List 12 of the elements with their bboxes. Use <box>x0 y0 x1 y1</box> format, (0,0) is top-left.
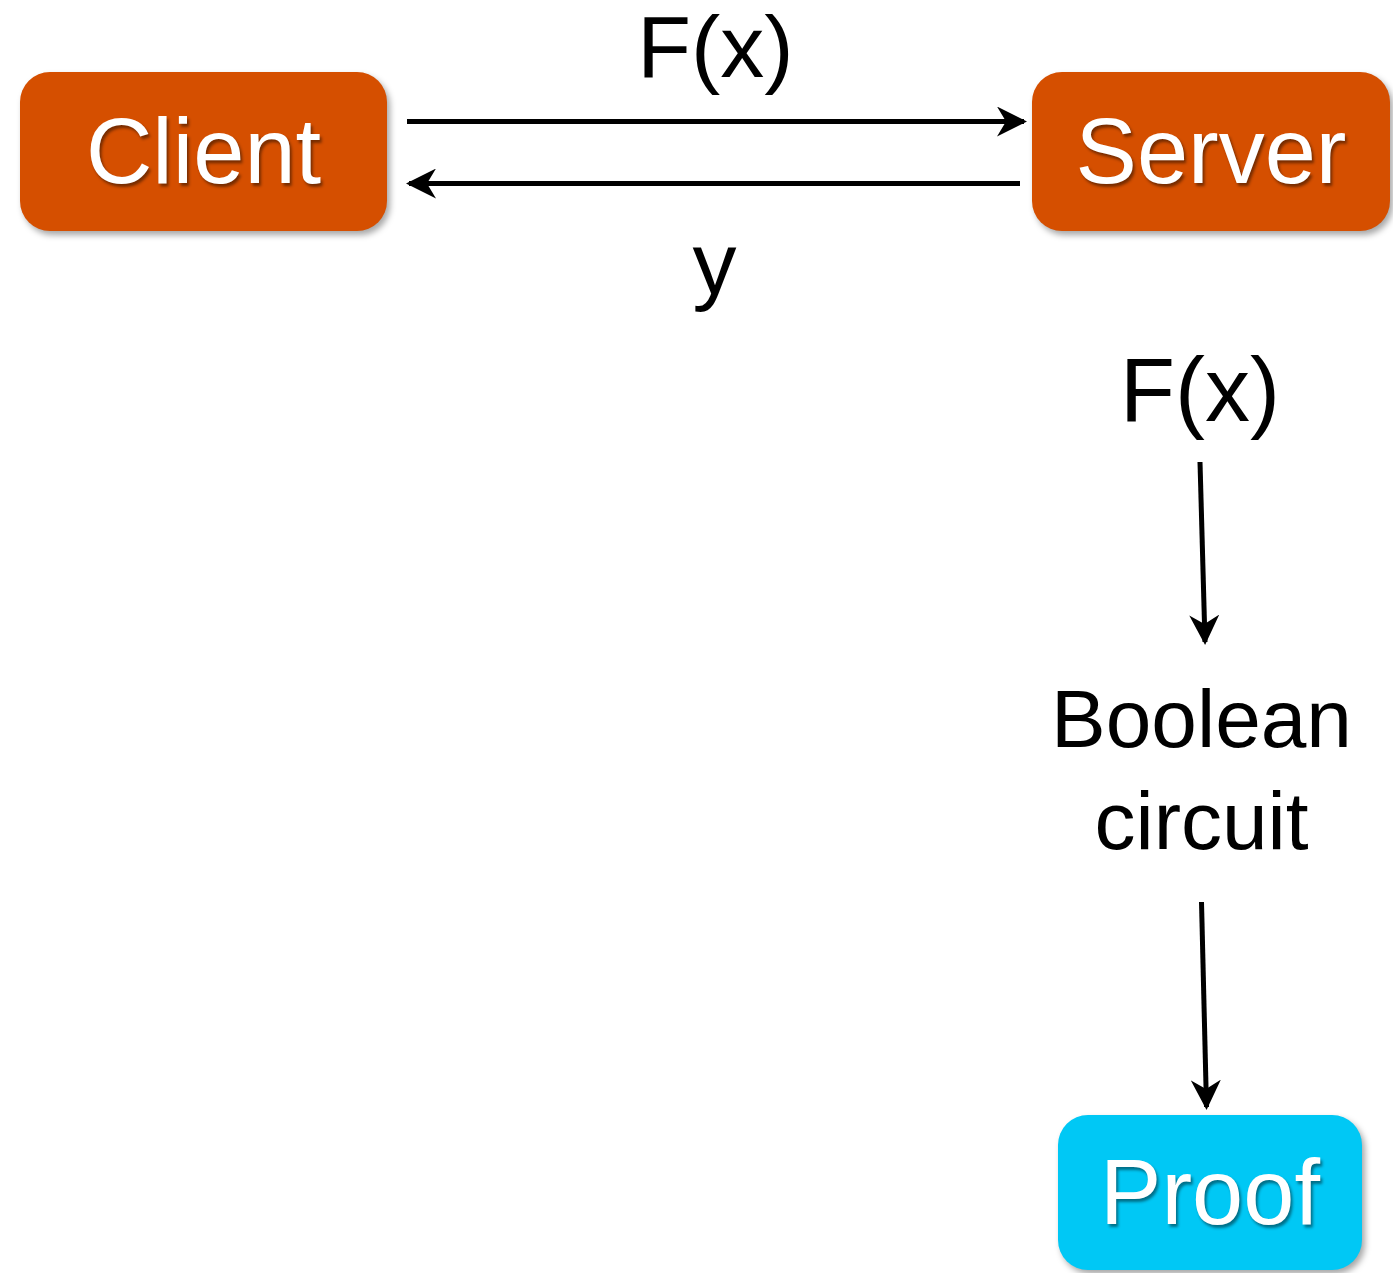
node-label: Boolean circuit <box>1050 671 1353 868</box>
arrow <box>406 168 1020 199</box>
box-label: Client <box>85 99 322 204</box>
node-label: F(x) <box>1120 338 1280 442</box>
process-box <box>1032 72 1390 231</box>
result-box <box>1058 1115 1362 1270</box>
arrow <box>1190 901 1221 1110</box>
arrow <box>407 106 1027 137</box>
box-label: Server <box>1075 99 1347 204</box>
process-box <box>20 72 387 231</box>
arrow <box>1189 461 1220 645</box>
box-label: Proof <box>1100 1140 1320 1245</box>
